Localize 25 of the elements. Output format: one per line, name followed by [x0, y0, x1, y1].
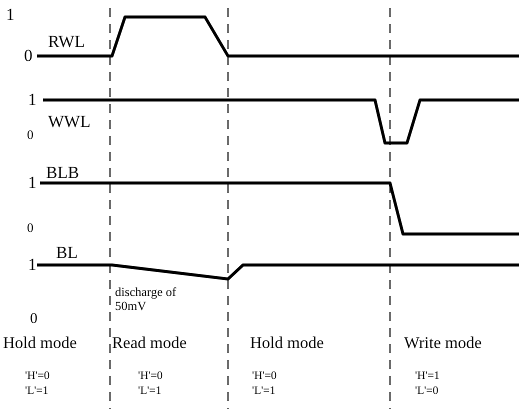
level-label: 1: [6, 6, 14, 23]
state-value: 'H'=0: [25, 371, 50, 382]
level-label: 0: [24, 47, 32, 64]
state-value: 'L'=1: [252, 386, 276, 398]
state-value: 'L'=0: [415, 386, 438, 398]
state-value: 'L'=1: [25, 386, 48, 398]
state-value: 'H'=1: [415, 371, 440, 382]
state-value: 'H'=0: [138, 371, 163, 382]
level-label: 0: [30, 312, 38, 327]
annotation: discharge of 50mV: [115, 285, 178, 314]
mode-label: Write mode: [404, 335, 482, 352]
mode-label: Hold mode: [3, 335, 77, 352]
signal-name: WWL: [48, 113, 90, 130]
state-value: 'H'=0: [252, 371, 277, 382]
level-label: 0: [27, 221, 34, 234]
level-label: 1: [28, 256, 36, 273]
mode-label: Read mode: [112, 335, 187, 352]
level-label: 1: [28, 91, 36, 108]
level-label: 0: [27, 128, 34, 141]
signal-name: BL: [56, 244, 78, 261]
signal-name: BLB: [46, 164, 80, 181]
mode-label: Hold mode: [250, 335, 324, 352]
state-value: 'L'=1: [138, 386, 162, 398]
level-label: 1: [28, 174, 36, 191]
signal-name: RWL: [48, 33, 85, 50]
